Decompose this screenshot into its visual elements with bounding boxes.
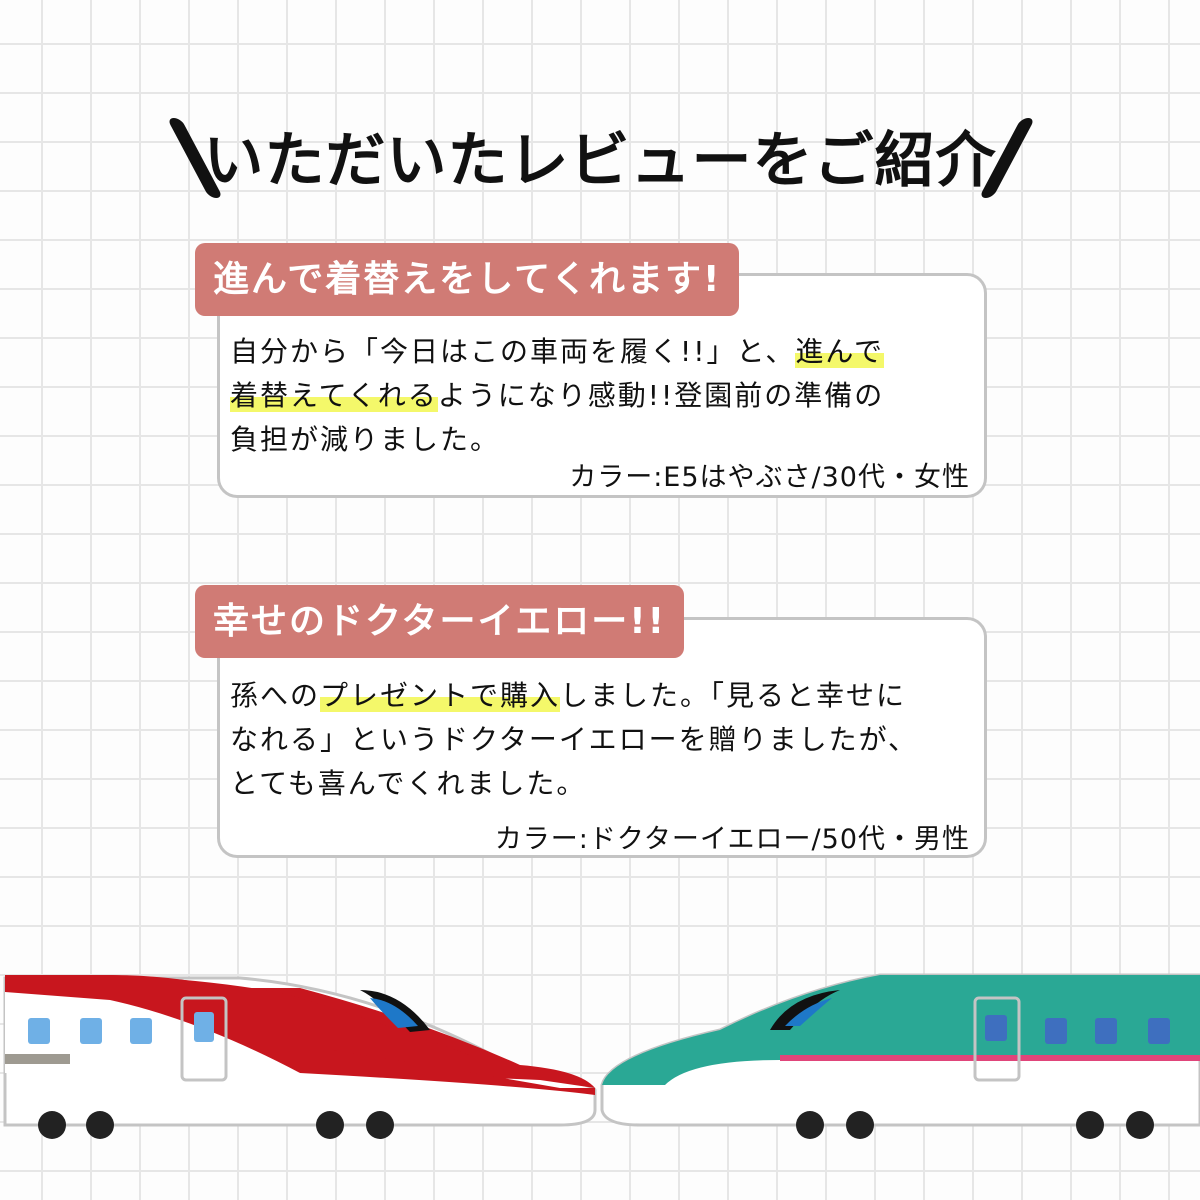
review-line: 着替えてくれるようになり感動!!登園前の準備の [230,374,884,414]
green-train [600,973,1200,1139]
review-text: ようになり感動!!登園前の準備の [437,379,885,412]
highlighted-text: 着替えてくれる [230,379,438,412]
review-text: しました。「見ると幸せに [560,679,907,712]
red-train [3,975,597,1139]
review-line: とても喜んでくれました。 [230,762,586,802]
review-heading-1: 進んで着替えをしてくれます! [195,243,740,316]
review-line: 孫へのプレゼントで購入しました。「見ると幸せに [230,674,906,714]
highlighted-text: 進んで [795,335,884,368]
review-text: 自分から「今日はこの車両を履く!!」と、 [230,335,796,368]
review-text: なれる」というドクターイエローを贈りましたが、 [230,723,919,756]
review-text: 負担が減りました。 [230,423,501,456]
page-title: いただいたレビューをご紹介 [203,126,997,196]
shinkansen-illustration [3,973,1200,1139]
review-attribution-2: カラー:ドクターイエロー/50代・男性 [494,824,970,855]
review-heading-2: 幸せのドクターイエロー!! [195,585,685,658]
review-line: 負担が減りました。 [230,418,500,458]
highlighted-text: プレゼントで購入 [320,679,561,712]
review-line: 自分から「今日はこの車両を履く!!」と、進んで [230,330,884,370]
review-text: 孫への [230,679,321,712]
review-line: なれる」というドクターイエローを贈りましたが、 [230,718,918,758]
review-attribution-1: カラー:E5はやぶさ/30代・女性 [569,462,970,493]
review-text: とても喜んでくれました。 [230,767,587,800]
